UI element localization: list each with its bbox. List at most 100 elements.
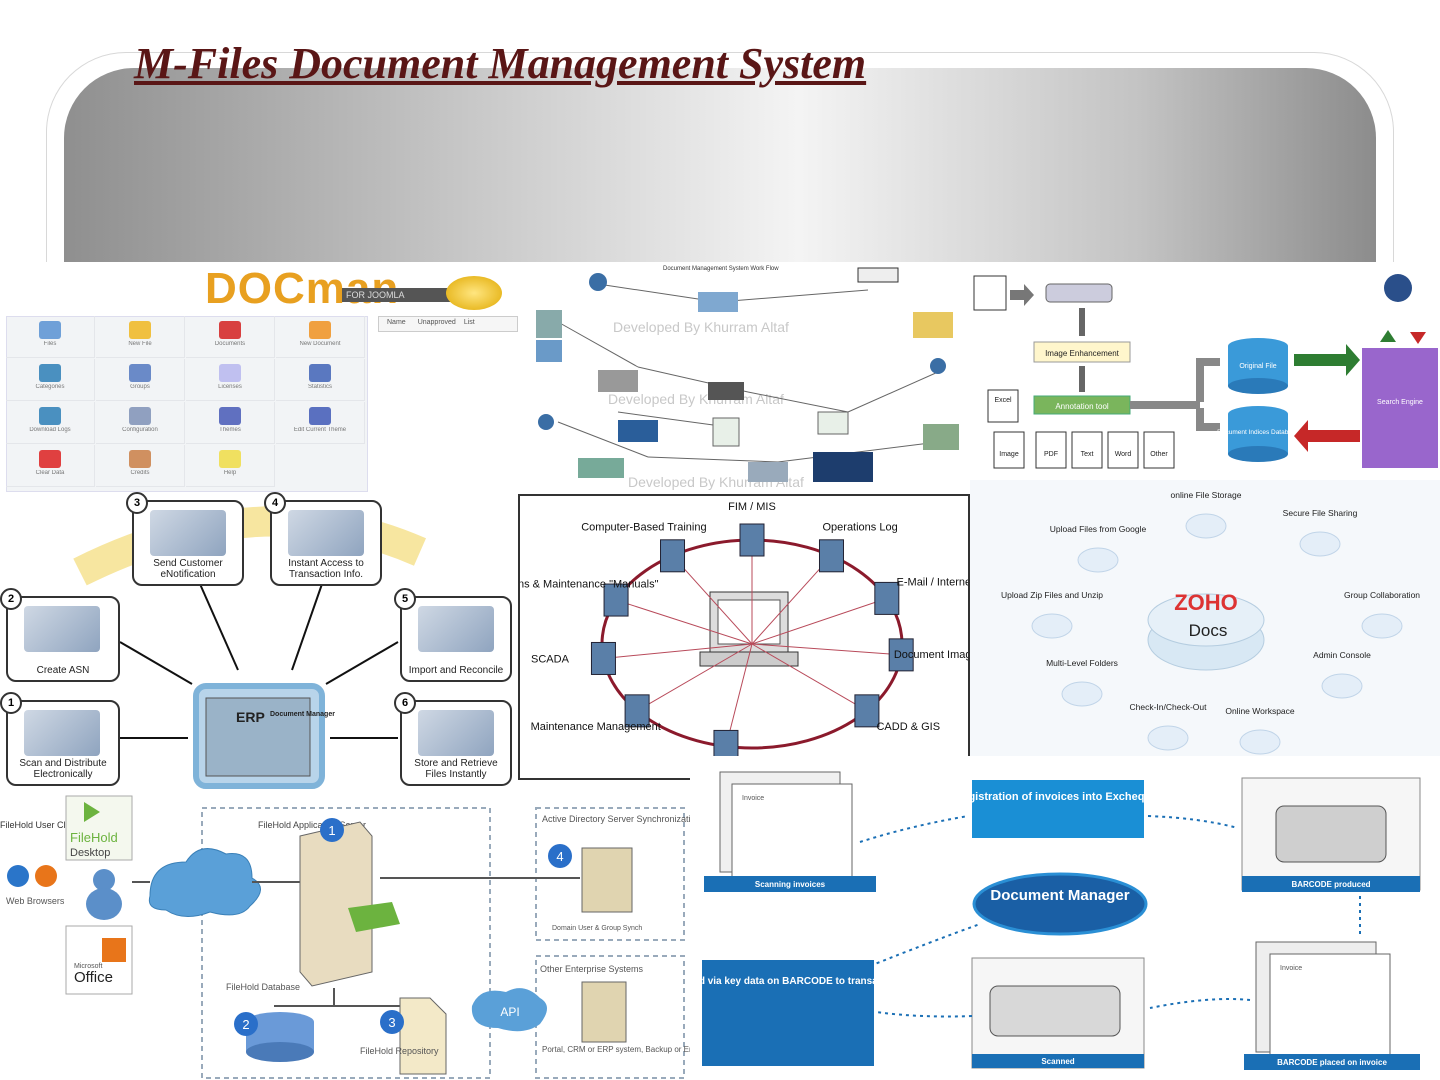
docman-item-icon [39, 450, 61, 468]
docman-icon-label: New Document [299, 341, 341, 347]
docman-icon-cell[interactable]: Themes [186, 402, 275, 444]
docman-icon-cell[interactable]: Credits [96, 445, 185, 487]
erp-label: ERP [236, 709, 265, 725]
filehold-logo-icon [84, 802, 100, 822]
imaging-diagram: Image Enhancement Annotation tool Excel … [973, 274, 1438, 469]
workflow-diagram: Document Management System Work Flow Dev… [536, 266, 959, 490]
zoho-feature-icon [1239, 729, 1281, 755]
ring-server-icon [590, 641, 616, 675]
docman-icon-cell[interactable]: Clear Data [6, 445, 95, 487]
docman-item-icon [129, 450, 151, 468]
erp-step-icon [418, 606, 494, 652]
docman-icon-cell[interactable]: Files [6, 316, 95, 358]
docman-icon-cell[interactable]: Categories [6, 359, 95, 401]
badge-3: 3 [388, 1015, 395, 1030]
erp-step-number: 4 [264, 492, 286, 514]
invoice-word-2: Invoice [1280, 965, 1302, 972]
scanner-device-icon [989, 985, 1121, 1037]
barcode-produced-label: BARCODE produced [1291, 880, 1370, 889]
file-type-label: Word [1115, 451, 1132, 458]
docman-icon-cell[interactable]: Licenses [186, 359, 275, 401]
erp-step-icon [288, 510, 364, 556]
docman-icon-cell[interactable]: Download Logs [6, 402, 95, 444]
excel-label: Excel [994, 397, 1012, 404]
user-icon [589, 273, 607, 291]
erp-step-number: 1 [0, 692, 22, 714]
docman-icon-cell[interactable]: Groups [96, 359, 185, 401]
zoho-feature-icon [1147, 725, 1189, 751]
zoho-feature-icon [1185, 513, 1227, 539]
original-file-label: Original File [1239, 363, 1276, 370]
docman-icon-cell[interactable]: Statistics [276, 359, 365, 401]
user-icon [93, 869, 115, 891]
file-type-doc-icon [993, 431, 1025, 469]
doc-manager-ellipse-label: Document Manager [990, 887, 1129, 904]
zoho-feature-icon [1361, 613, 1403, 639]
docman-icon-cell[interactable]: New Document [276, 316, 365, 358]
barcode-placed-label: BARCODE placed on invoice [1277, 1058, 1387, 1067]
ring-node-label: Computer-Based Training [581, 521, 706, 533]
title-banner [64, 68, 1376, 264]
ad-sync-label: Domain User & Group Synch [552, 925, 642, 932]
zoho-feature-icon [1299, 531, 1341, 557]
docman-icon-label: Files [43, 341, 57, 347]
badge-1: 1 [328, 823, 335, 838]
red-arrow-icon [1294, 420, 1360, 452]
ring-server-icon [854, 694, 880, 728]
ring-node-label: FIM / MIS [728, 501, 776, 513]
zoho-feature-label: online File Storage [1171, 490, 1242, 500]
erp-step-label: Send Customer eNotification [153, 558, 223, 580]
docman-item-icon [39, 364, 61, 382]
ring-spoke [751, 643, 902, 656]
docman-icon-cell[interactable]: Help [186, 445, 275, 487]
ie-icon [7, 865, 29, 887]
ring-node-label: Operations Log [822, 521, 897, 533]
docman-icon-label: Licenses [218, 384, 242, 390]
docman-icon-label: Documents [214, 341, 246, 347]
tab-list[interactable]: List [463, 319, 475, 326]
docman-icon-cell[interactable]: Configuration [96, 402, 185, 444]
erp-step-number: 5 [394, 588, 416, 610]
filehold-panel: FileHold User Clients FileHold Desktop W… [0, 792, 690, 1080]
docman-icon-label: Statistics [307, 384, 332, 390]
tab-name[interactable]: Name [387, 319, 406, 326]
docman-item-icon [39, 407, 61, 425]
other-systems-label: Other Enterprise Systems [540, 964, 644, 974]
firefox-icon [35, 865, 57, 887]
file-type-doc-icon [1071, 431, 1103, 469]
tab-unapproved[interactable]: Unapproved [417, 319, 456, 326]
file-type-label: Image [999, 451, 1019, 458]
docman-item-icon [219, 364, 241, 382]
docman-item-icon [219, 407, 241, 425]
zoho-feature-label: Upload Zip Files and Unzip [1001, 590, 1103, 600]
doc-icon [973, 275, 1007, 311]
ring-spoke [615, 599, 753, 645]
ring-node-label: Operations & Maintenance "Manuals" [520, 578, 659, 590]
docman-icon-cell[interactable]: Edit Current Theme [276, 402, 365, 444]
zoho-feature-label: Multi-Level Folders [1046, 658, 1118, 668]
docman-item-icon [129, 364, 151, 382]
watermark-1: Developed By Khurram Altaf [613, 319, 789, 335]
ring-node-label: CADD & GIS [876, 721, 940, 733]
erp-step-icon [418, 710, 494, 756]
ring-node-label: Document Imaging [894, 649, 970, 661]
annotation-tool-label: Annotation tool [1055, 402, 1109, 411]
office-logo-icon [102, 938, 126, 962]
database2-icon [923, 424, 959, 450]
docman-icon-cell[interactable]: Documents [186, 316, 275, 358]
imaging-panel: Image Enhancement Annotation tool Excel … [970, 262, 1440, 480]
file-type-doc-icon [1143, 431, 1175, 469]
monitor-icon [618, 420, 658, 442]
erp-step-label: Scan and Distribute Electronically [19, 758, 107, 780]
user-clients-label: FileHold User Clients [0, 820, 85, 830]
watermark-2: Developed By Khurram Altaf [608, 391, 784, 407]
docman-icon-cell[interactable]: New File [96, 316, 185, 358]
portal-label: Portal, CRM or ERP system, Backup or Ema… [542, 1045, 690, 1054]
user-computer-icon [1384, 274, 1412, 302]
scanned-linked-label: Scanned image linked via key data on BAR… [690, 976, 976, 987]
docman-item-icon [309, 321, 331, 339]
